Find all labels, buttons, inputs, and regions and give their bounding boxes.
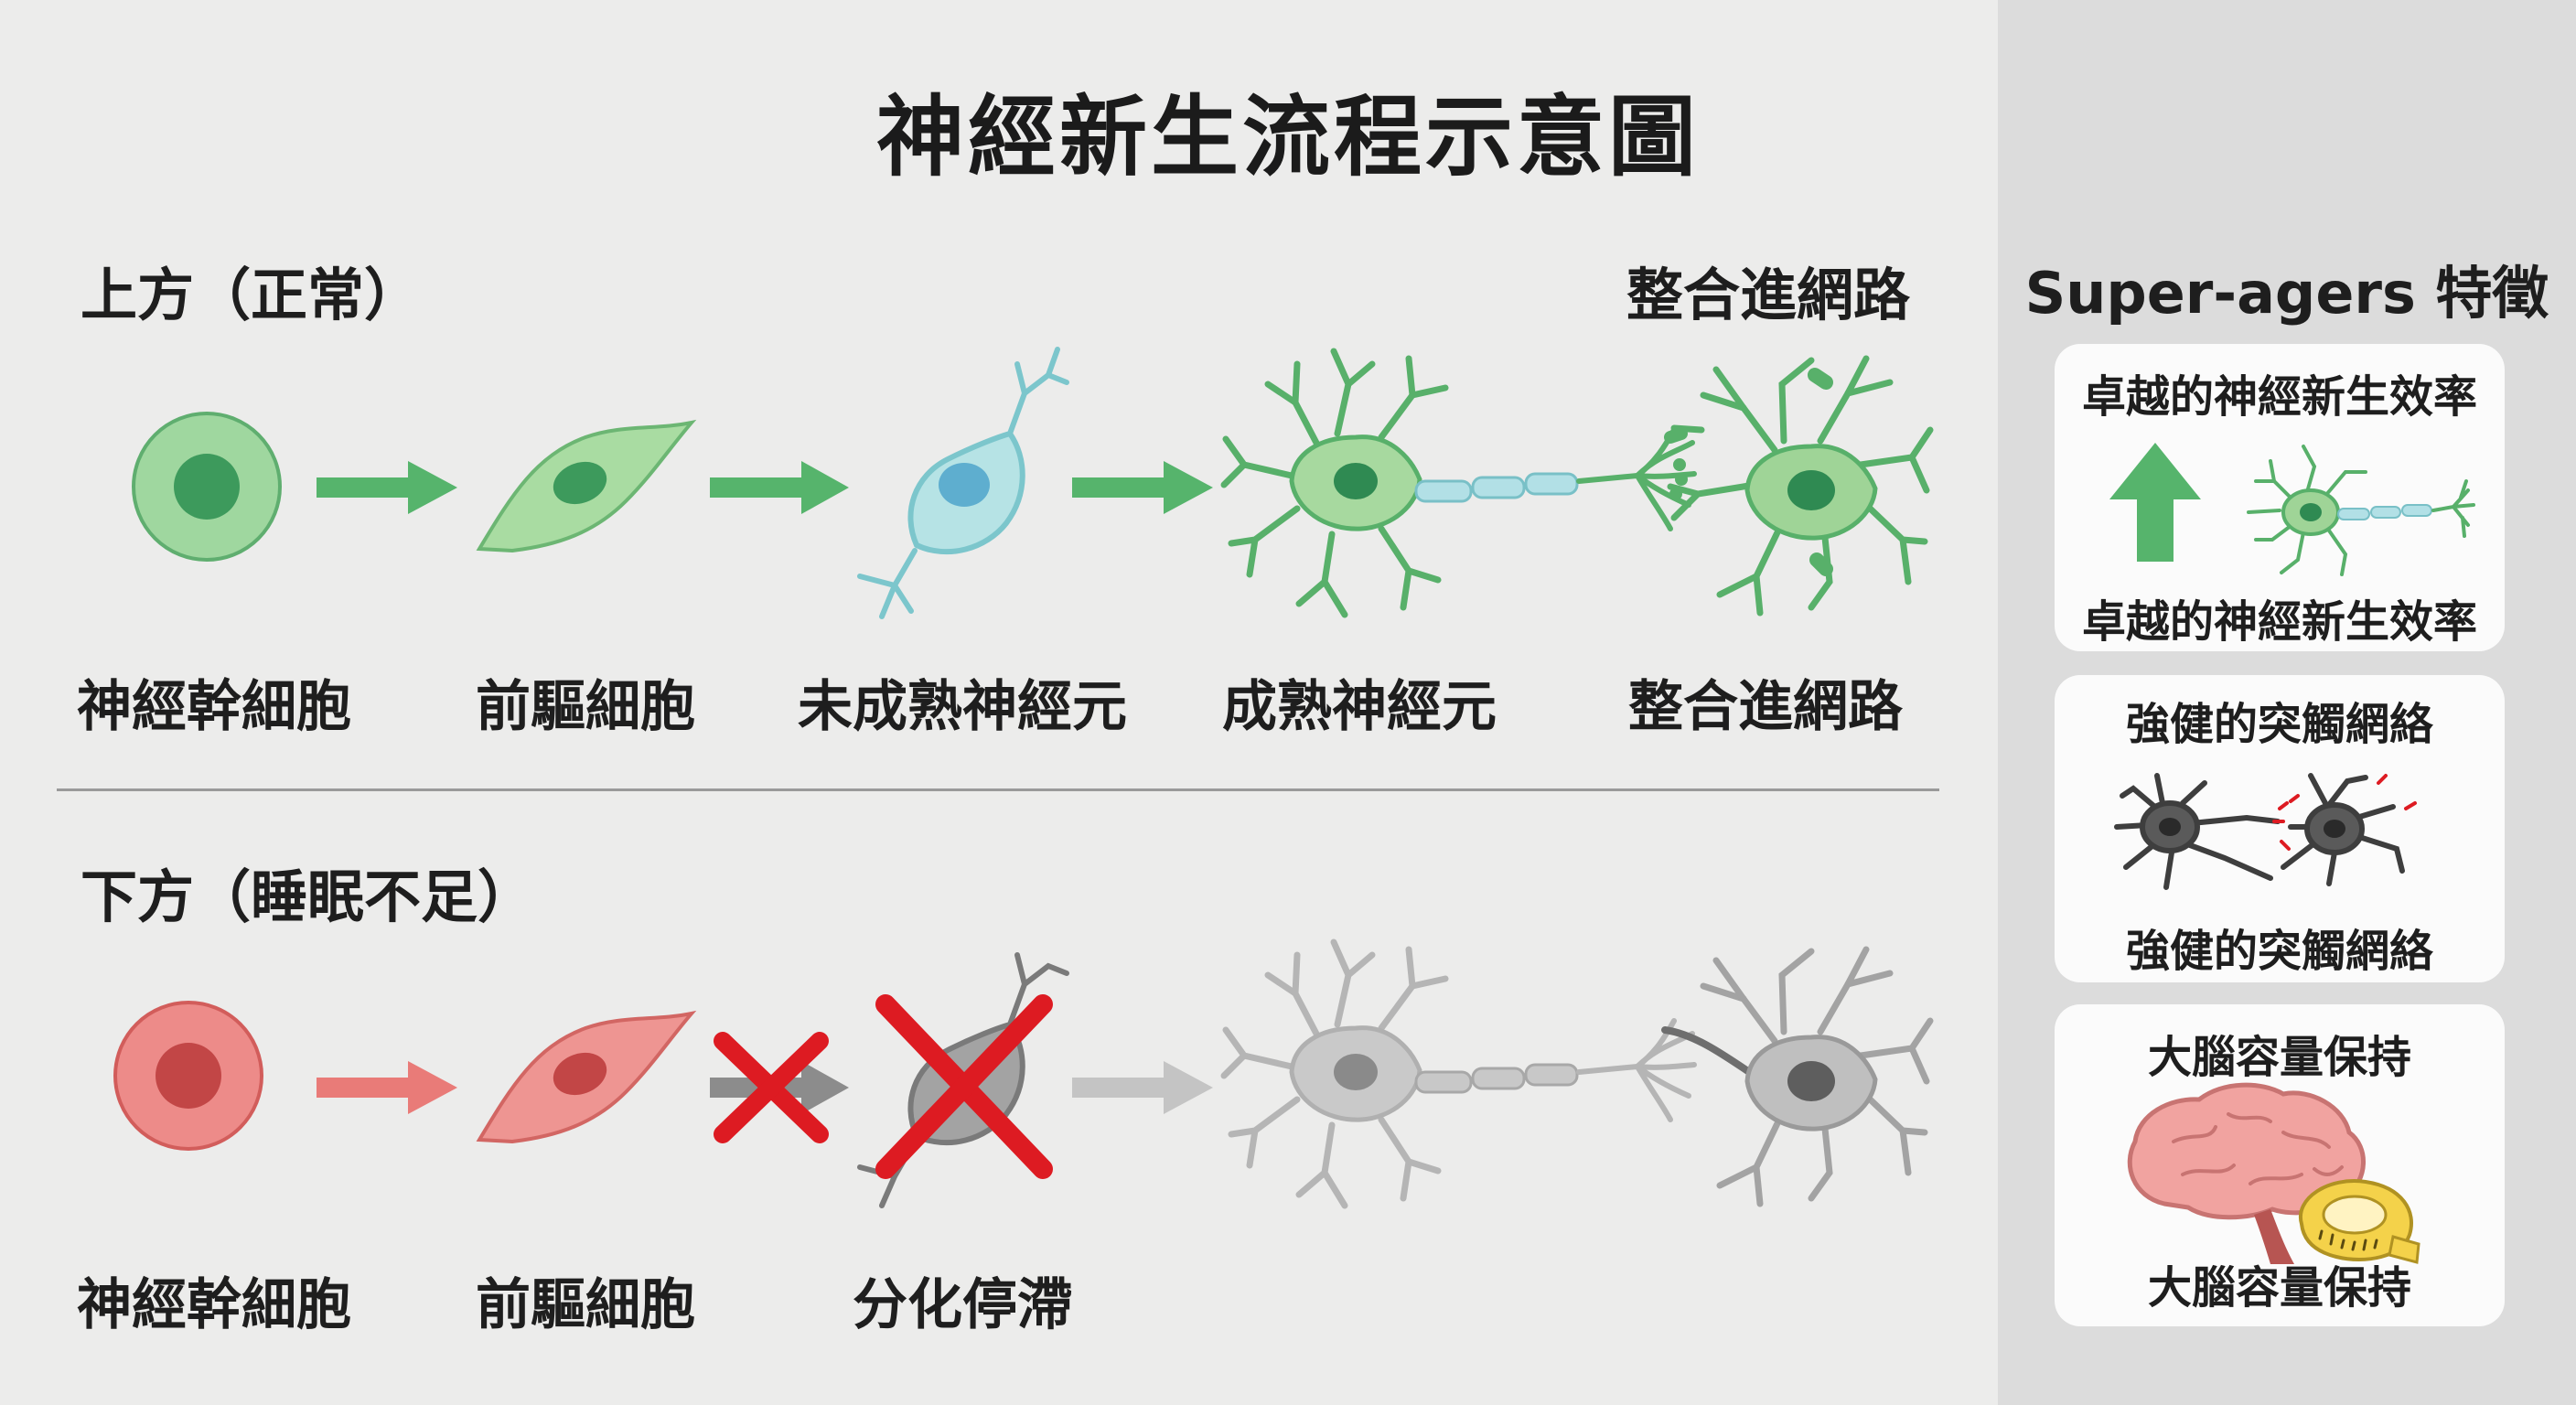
- arrow-green-3: [1072, 461, 1213, 514]
- axon-myelin-top: [1414, 472, 1579, 503]
- progenitor-cell-red: [476, 1010, 697, 1144]
- top-stage-label-2: 前驅細胞: [476, 675, 695, 739]
- card-bottom-label: 強健的突觸網絡: [2125, 926, 2433, 977]
- brain-icon: [2127, 1082, 2366, 1264]
- arrow-red-1: [317, 1061, 457, 1114]
- top-row-heading: 上方（正常）: [80, 262, 422, 328]
- arrow-gray-faded: [1072, 1061, 1213, 1114]
- card-bottom-label: 大腦容量保持: [2147, 1262, 2411, 1314]
- axon-terminal-bottom: [1576, 1018, 1697, 1122]
- top-stage-label-5: 整合進網路: [1628, 675, 1903, 739]
- progenitor-cell-green: [476, 419, 697, 553]
- axon-myelin-bottom: [1414, 1063, 1579, 1094]
- integrated-neuron-gray: [1661, 946, 1934, 1207]
- card-bottom-label: 卓越的神經新生效率: [2081, 596, 2477, 648]
- stem-cell-green: [132, 412, 282, 562]
- bottom-stage-label-1: 神經幹細胞: [77, 1273, 351, 1337]
- feature-card-neurogenesis: 卓越的神經新生效率 卓越的神經新生效率: [2055, 344, 2505, 651]
- mature-neuron-green: [1220, 348, 1449, 618]
- top-stage-label-4: 成熟神經元: [1222, 675, 1497, 739]
- arrow-green-2: [710, 461, 849, 514]
- stem-cell-red: [113, 1001, 263, 1151]
- arrow-green-1: [317, 461, 457, 514]
- cross-mark-large-icon: [875, 994, 1053, 1179]
- top-stage-label-1: 神經幹細胞: [77, 675, 351, 739]
- main-panel: [0, 0, 1998, 1405]
- axon-terminal-top: [1576, 427, 1697, 531]
- feature-card-brain-volume: 大腦容量保持 大腦容量保持: [2055, 1004, 2505, 1326]
- top-stage-label-3: 未成熟神經元: [798, 675, 1127, 739]
- cross-mark-icon: [714, 1032, 829, 1143]
- top-row-caption: 整合進網路: [1626, 262, 1911, 328]
- integrated-neuron-green: [1664, 355, 1934, 617]
- card-top-label: 大腦容量保持: [2147, 1032, 2411, 1083]
- neurogenesis-diagram: [113, 347, 1934, 1209]
- synapse-break-icon: [2114, 773, 2405, 890]
- page-title: 神經新生流程示意圖: [876, 86, 1700, 188]
- card-top-label: 強健的突觸網絡: [2125, 699, 2433, 750]
- bottom-stage-label-2: 前驅細胞: [476, 1273, 695, 1337]
- neuron-icon-axon: [2337, 479, 2475, 538]
- up-arrow-icon: [2109, 443, 2201, 562]
- neuron-icon: [2247, 445, 2367, 576]
- section-divider: [57, 788, 1939, 791]
- immature-neuron-cyan: [857, 347, 1069, 619]
- feature-card-synapse: 強健的突觸網絡: [2055, 675, 2505, 982]
- mature-neuron-gray: [1220, 938, 1449, 1209]
- tape-measure-icon: [2298, 1179, 2420, 1264]
- bottom-stage-label-3: 分化停滯: [853, 1273, 1072, 1337]
- card-top-label: 卓越的神經新生效率: [2081, 371, 2477, 423]
- synapse-spark-icon: [2272, 774, 2417, 851]
- bottom-row-heading: 下方（睡眠不足）: [80, 863, 535, 930]
- sidebar-title: Super-agers 特徵: [2024, 260, 2549, 327]
